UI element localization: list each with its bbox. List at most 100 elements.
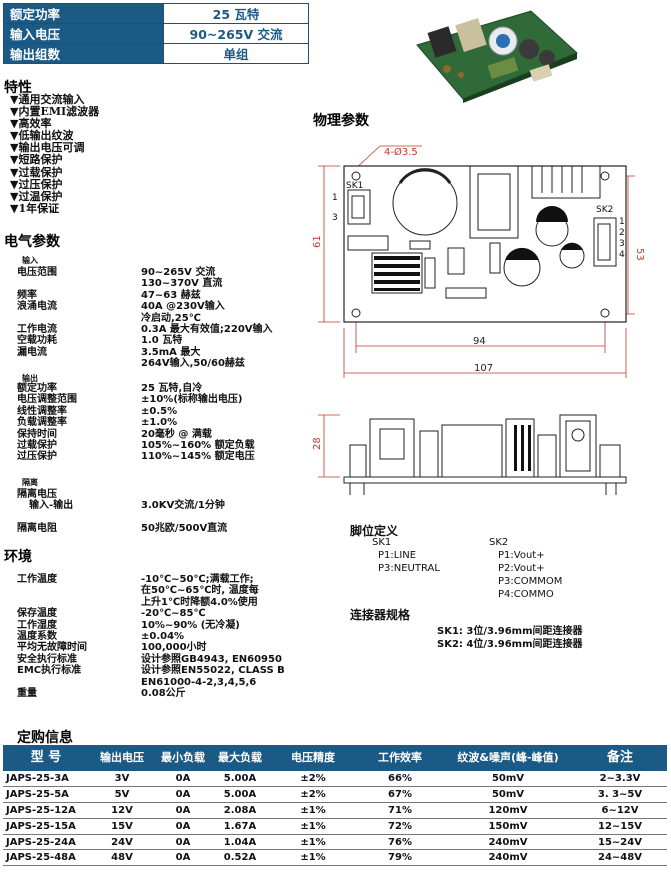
summary-row: 额定功率 25 瓦特 bbox=[3, 3, 309, 24]
output-spec-block: 额定功率 25 瓦特,自冷 电压调整范围 ±10%(标称输出电压) 线性调整率 … bbox=[17, 383, 317, 465]
spec-value: 0.3A 最大有效值;220V输入 bbox=[141, 324, 273, 335]
sk2-pin: 1 bbox=[619, 217, 625, 227]
summary-label: 额定功率 bbox=[3, 3, 164, 24]
spec-value: 20毫秒 @ 满载 bbox=[141, 428, 212, 440]
spec-value: 设计参照GB4943, EN60950 bbox=[141, 653, 282, 665]
spec-label: 浪涌电流 bbox=[17, 301, 57, 313]
features-title: 特性 bbox=[4, 80, 32, 96]
table-cell: 15V bbox=[89, 818, 155, 835]
connector-title: 连接器规格 bbox=[350, 608, 411, 622]
feature-item: ▼通用交流输入 bbox=[10, 93, 85, 106]
table-cell: 3. 3~5V bbox=[573, 786, 667, 804]
spec-label: 空载功耗 bbox=[17, 335, 57, 347]
table-cell: 5.00A bbox=[211, 771, 269, 788]
table-cell: 0A bbox=[155, 802, 211, 819]
sk2-pin: 4 bbox=[619, 250, 625, 260]
table-cell: 79% bbox=[357, 849, 443, 867]
summary-table: 额定功率 25 瓦特 输入电压 90~265V 交流 输出组数 单组 bbox=[3, 3, 309, 64]
spec-value: 90~265V 交流 bbox=[141, 267, 216, 278]
sk2-pin-item: P1:Vout+ bbox=[498, 550, 545, 561]
spec-value: 上升1℃时降额4.0%使用 bbox=[141, 596, 258, 608]
table-cell: 120mV bbox=[443, 802, 573, 819]
spec-value: 冷启动,25℃ bbox=[141, 312, 201, 324]
table-cell: 12~15V bbox=[573, 818, 667, 835]
sk1-pin-item: P1:LINE bbox=[378, 550, 417, 561]
table-cell: 66% bbox=[357, 771, 443, 788]
dim-inner-height: 53 bbox=[634, 248, 645, 261]
table-cell: 0.52A bbox=[211, 849, 269, 867]
sk2-pin-header: SK2 bbox=[489, 537, 509, 548]
feature-item: ▼低输出纹波 bbox=[10, 129, 74, 143]
feature-item: ▼过载保护 bbox=[10, 165, 63, 179]
table-cell: 6~12V bbox=[573, 802, 667, 819]
order-title: 定购信息 bbox=[17, 730, 73, 746]
feature-item: ▼过压保护 bbox=[10, 177, 63, 191]
table-cell: JAPS-25-48A bbox=[3, 849, 89, 867]
summary-value: 单组 bbox=[163, 43, 309, 64]
spec-value: EN61000-4-2,3,4,5,6 bbox=[141, 676, 257, 688]
table-cell: ±2% bbox=[269, 771, 357, 788]
isolation-spec-block: 隔离电压 输入-输出 3.0KV交流/1分钟 隔离电阻 50兆欧/500V直流 bbox=[17, 489, 317, 539]
spec-label: 工作温度 bbox=[17, 574, 57, 585]
sk1-label: SK1 bbox=[346, 181, 363, 191]
sk2-pin-item: P2:Vout+ bbox=[498, 563, 545, 574]
table-cell: JAPS-25-3A bbox=[3, 771, 89, 788]
spec-label: 线性调整率 bbox=[17, 405, 67, 417]
top-view-drawing: 4-Ø3.5 61 53 94 107 SK1 1 3 SK2 1 2 3 4 bbox=[312, 145, 645, 378]
spec-label: 过载保护 bbox=[17, 440, 57, 451]
spec-label: 隔离电阻 bbox=[17, 523, 57, 534]
table-cell: 150mV bbox=[443, 818, 573, 835]
feature-item: ▼短路保护 bbox=[10, 153, 63, 167]
table-cell: ±1% bbox=[269, 834, 357, 851]
spec-value: -20℃~85℃ bbox=[141, 608, 206, 620]
isolation-subtitle: 隔离 bbox=[22, 478, 38, 487]
spec-value: 3.5mA 最大 bbox=[141, 346, 201, 358]
spec-label: 保存温度 bbox=[17, 608, 57, 620]
product-photo bbox=[416, 10, 578, 103]
spec-label: 保持时间 bbox=[17, 428, 57, 440]
spec-value: ±1.0% bbox=[141, 417, 178, 429]
feature-item: ▼1年保证 bbox=[10, 201, 60, 215]
sk2-pin-item: P4:COMMO bbox=[498, 589, 554, 600]
spec-label: 过压保护 bbox=[17, 451, 57, 463]
spec-value: 0.08公斤 bbox=[141, 688, 186, 699]
spec-value: 105%~160% 额定负载 bbox=[141, 440, 255, 451]
sk1-pin-header: SK1 bbox=[372, 537, 392, 548]
table-cell: 3V bbox=[89, 771, 155, 788]
order-header-cell: 备注 bbox=[573, 745, 667, 771]
spec-label: 工作电流 bbox=[17, 324, 57, 335]
order-header-cell: 输出电压 bbox=[89, 745, 155, 771]
spec-value: 110%~145% 额定电压 bbox=[141, 451, 255, 463]
connector-item: SK1: 3位/3.96mm间距连接器 bbox=[437, 626, 583, 637]
spec-label: 工作湿度 bbox=[17, 619, 57, 631]
feature-item: ▼高效率 bbox=[10, 117, 52, 131]
sk1-pin: 1 bbox=[332, 193, 338, 203]
spec-label: 输入-输出 bbox=[29, 500, 74, 512]
table-cell: 2.08A bbox=[211, 802, 269, 819]
feature-item: ▼内置EMI滤波器 bbox=[10, 105, 100, 119]
table-cell: 50mV bbox=[443, 771, 573, 788]
spec-label: 安全执行标准 bbox=[17, 653, 77, 665]
table-cell: 5V bbox=[89, 786, 155, 804]
table-cell: 48V bbox=[89, 849, 155, 867]
sk1-pin-item: P3:NEUTRAL bbox=[378, 563, 440, 574]
spec-value: 3.0KV交流/1分钟 bbox=[141, 500, 225, 512]
feature-item: ▼输出电压可调 bbox=[10, 141, 85, 155]
input-subtitle: 输入 bbox=[22, 256, 38, 265]
summary-label: 输出组数 bbox=[3, 43, 164, 64]
output-subtitle: 输出 bbox=[22, 374, 38, 383]
table-cell: ±1% bbox=[269, 802, 357, 819]
table-cell: JAPS-25-12A bbox=[3, 802, 89, 819]
spec-value: 130~370V 直流 bbox=[141, 278, 223, 290]
spec-label: 漏电流 bbox=[17, 346, 47, 358]
table-cell: 1.04A bbox=[211, 834, 269, 851]
spec-value: -10℃~50℃;满载工作; bbox=[141, 574, 254, 585]
table-cell: 1.67A bbox=[211, 818, 269, 835]
spec-value: ±10%(标称输出电压) bbox=[141, 394, 243, 406]
spec-label: EMC执行标准 bbox=[17, 665, 82, 677]
